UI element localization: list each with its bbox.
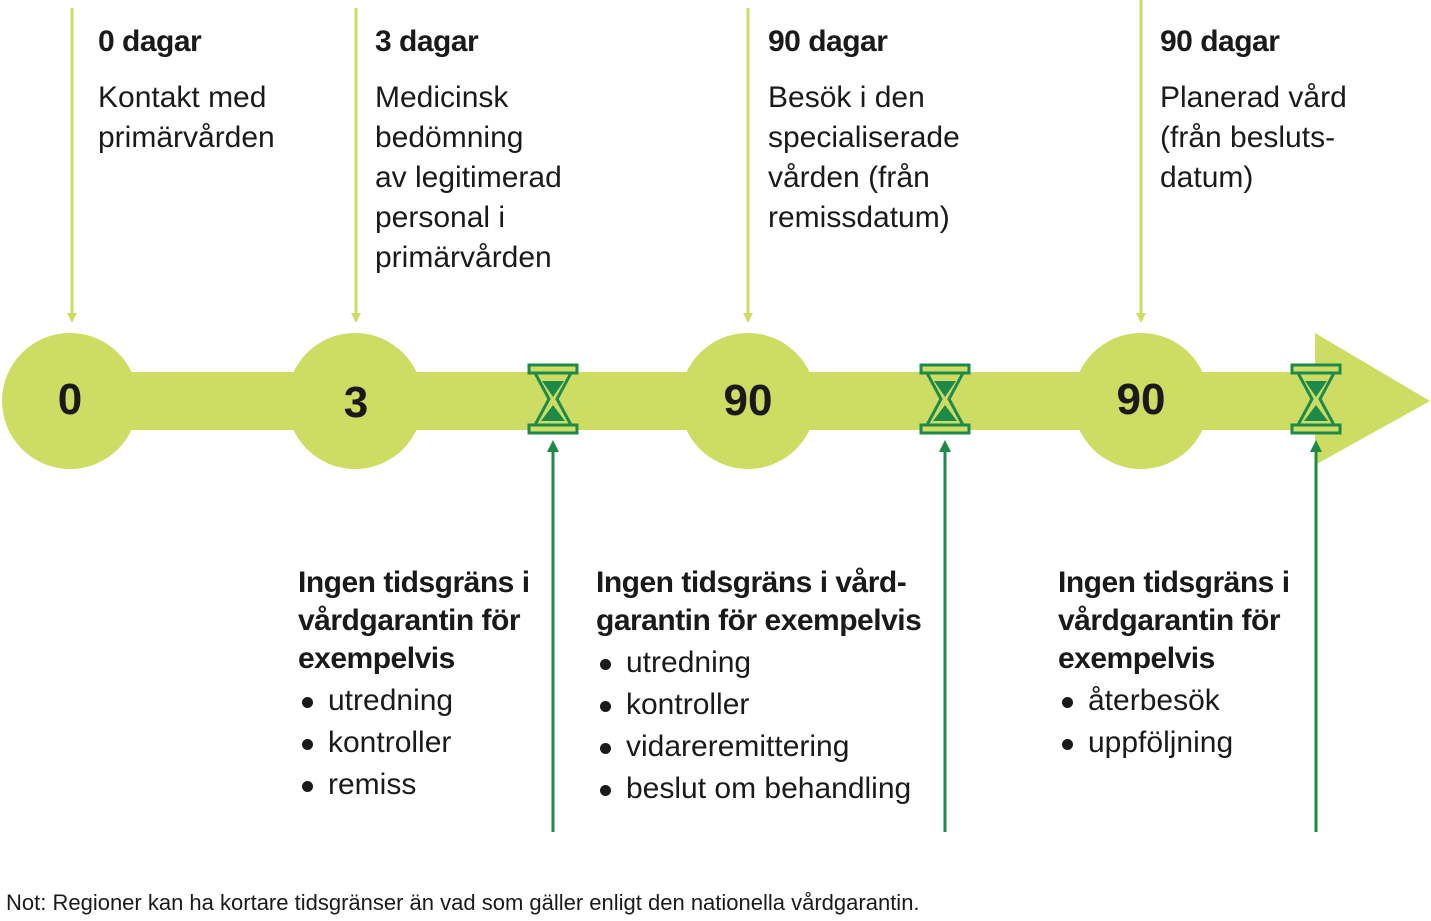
note-title: Ingen tidsgräns i vårdgarantin för exemp… [1058, 564, 1290, 678]
node-circle-90b [1073, 333, 1209, 469]
milestone-desc-line: primärvården [375, 241, 552, 274]
milestone-title: 3 dagar [375, 25, 479, 58]
note-list: utredning kontroller remiss [298, 680, 530, 806]
milestone-desc-line: primärvården [98, 121, 275, 154]
milestone-desc-line: remissdatum) [768, 201, 950, 234]
list-item: kontroller [596, 684, 921, 726]
note-list: återbesök uppföljning [1058, 680, 1290, 764]
list-item: remiss [298, 764, 530, 806]
list-item: utredning [298, 680, 530, 722]
node-label: 90 [723, 376, 773, 425]
milestone-desc-line: datum) [1160, 161, 1254, 194]
milestone-desc: Kontakt med primärvården [98, 78, 275, 158]
node-label: 3 [343, 378, 369, 427]
list-item: vidareremittering [596, 726, 921, 768]
milestone-desc-line: specialiserade [768, 121, 960, 154]
hourglass-icon [527, 363, 579, 435]
milestone-desc: Planerad vård (från besluts- datum) [1160, 78, 1347, 198]
list-item: beslut om behandling [596, 768, 921, 810]
milestone-desc-line: Medicinsk [375, 81, 509, 114]
node-circle-3 [287, 333, 423, 469]
footnote: Not: Regioner kan ha kortare tidsgränser… [6, 890, 920, 915]
list-item: återbesök [1058, 680, 1290, 722]
node-circle-0 [2, 333, 138, 469]
milestone-title: 0 dagar [98, 25, 202, 58]
note-box: Ingen tidsgräns i vårdgarantin för exemp… [298, 564, 530, 806]
node-circle-90a [680, 333, 816, 469]
note-box: Ingen tidsgräns i vård- garantin för exe… [596, 564, 922, 810]
note-title-line: exempelvis [298, 642, 455, 675]
node-label: 90 [1116, 375, 1166, 424]
milestone-title: 90 dagar [1160, 25, 1280, 58]
milestone-desc-line: (från besluts- [1160, 121, 1336, 154]
milestone-desc-line: personal i [375, 201, 506, 234]
hourglass-icon [1290, 363, 1342, 435]
node-label: 0 [57, 375, 83, 424]
milestone-title: 90 dagar [768, 25, 888, 58]
milestone-desc-line: Besök i den [768, 81, 925, 114]
note-box: Ingen tidsgräns i vårdgarantin för exemp… [1058, 564, 1290, 764]
milestone-desc: Besök i den specialiserade vården (från … [768, 78, 960, 238]
note-list: utredning kontroller vidareremittering b… [596, 642, 921, 810]
milestone-desc: Medicinsk bedömning av legitimerad perso… [375, 78, 562, 278]
milestone-desc-line: Kontakt med [98, 81, 267, 114]
milestone-desc-line: av legitimerad [375, 161, 562, 194]
note-title-line: Ingen tidsgräns i [1058, 566, 1290, 599]
milestone-desc-line: bedömning [375, 121, 524, 154]
hourglass-icon [919, 363, 971, 435]
milestone-desc-line: Planerad vård [1160, 81, 1347, 114]
list-item: utredning [596, 642, 921, 684]
note-title-line: vårdgarantin för [298, 604, 521, 637]
milestone-desc-line: vården (från [768, 161, 930, 194]
timeline-arrowhead [1315, 333, 1430, 465]
note-title-line: garantin för exempelvis [596, 604, 922, 637]
note-title-line: Ingen tidsgräns i [298, 566, 530, 599]
note-title-line: vårdgarantin för [1058, 604, 1281, 637]
note-title-line: exempelvis [1058, 642, 1215, 675]
list-item: kontroller [298, 722, 530, 764]
note-title: Ingen tidsgräns i vårdgarantin för exemp… [298, 564, 530, 678]
note-title-line: Ingen tidsgräns i vård- [596, 566, 907, 599]
note-title: Ingen tidsgräns i vård- garantin för exe… [596, 564, 922, 640]
list-item: uppföljning [1058, 722, 1290, 764]
